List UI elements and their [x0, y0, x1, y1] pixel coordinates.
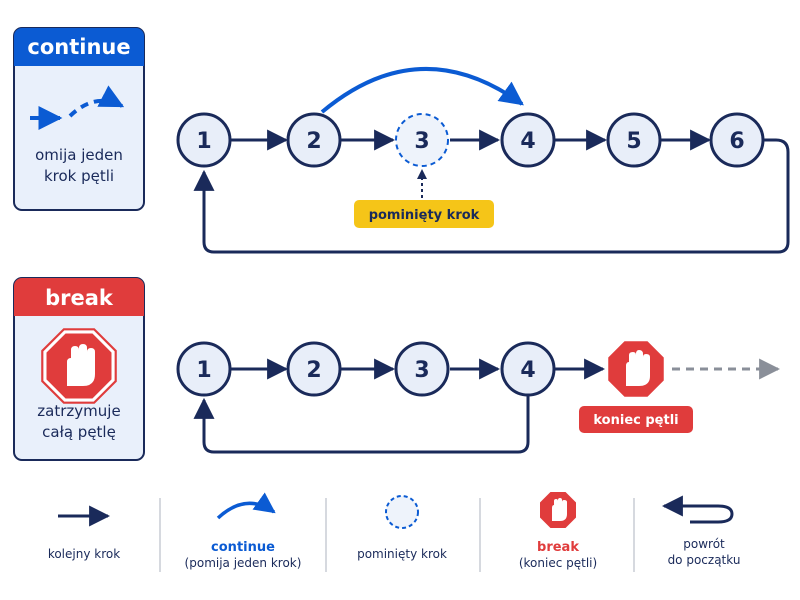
- break-card-title: break: [45, 286, 114, 310]
- loop-end-label: koniec pętli: [593, 413, 678, 428]
- legend-break-sub: (koniec pętli): [519, 556, 597, 570]
- legend-continue-title: continue: [211, 540, 275, 555]
- skipped-node-icon: [385, 495, 419, 529]
- break-card-desc-line1: zatrzymuje: [37, 402, 120, 420]
- return-arrow-icon: [666, 504, 734, 524]
- flow-node-6: 6: [709, 112, 765, 168]
- legend: kolejny krok continue (pomija jeden krok…: [48, 490, 741, 572]
- flow-node-4: 4: [500, 341, 556, 397]
- stop-hand-icon: [605, 338, 667, 400]
- flow-node-4: 4: [500, 112, 556, 168]
- stop-hand-icon: [41, 328, 117, 404]
- continue-skip-arc: [320, 67, 524, 114]
- node-label: 6: [729, 129, 744, 154]
- continue-arc-icon: [216, 492, 276, 520]
- break-card: break zatrzymuje całą pętlę: [13, 277, 145, 461]
- loop-back-arrow: [193, 396, 530, 454]
- continue-arrow-icon: [30, 85, 125, 130]
- flow-node-2: 2: [286, 112, 342, 168]
- legend-return-line1: powrót: [683, 537, 725, 551]
- flow-node-5: 5: [606, 112, 662, 168]
- node-label: 5: [626, 129, 641, 154]
- break-card-desc-line2: całą pętlę: [42, 423, 116, 441]
- flow-node-1: 1: [176, 341, 232, 397]
- flow-node-2: 2: [286, 341, 342, 397]
- legend-step-label: kolejny krok: [48, 547, 120, 561]
- loop-end-tag: koniec pętli: [579, 406, 693, 433]
- skipped-step-label: pominięty krok: [369, 208, 480, 223]
- legend-break-title: break: [537, 540, 579, 555]
- flow-node-3-skipped: 3: [395, 113, 449, 167]
- continue-card-desc-line1: omija jeden: [35, 146, 123, 164]
- node-label: 3: [414, 358, 429, 383]
- loop-back-arrow: [193, 138, 790, 254]
- node-label: 1: [196, 358, 211, 383]
- continue-card: continue omija jeden krok pętli: [13, 27, 145, 211]
- flow-node-3: 3: [394, 341, 450, 397]
- node-label: 1: [196, 129, 211, 154]
- node-label: 3: [414, 129, 429, 154]
- continue-card-desc-line2: krok pętli: [44, 167, 114, 185]
- legend-return-line2: do początku: [668, 553, 741, 567]
- continue-card-title: continue: [27, 35, 130, 59]
- node-label: 4: [520, 358, 535, 383]
- node-label: 2: [306, 358, 321, 383]
- continue-flow: 1 2 3 4 5 6 pominięty krok: [176, 67, 790, 254]
- node-label: 2: [306, 129, 321, 154]
- node-label: 4: [520, 129, 535, 154]
- break-flow: 1 2 3 4 koniec pętli: [176, 338, 781, 454]
- skipped-step-tag: pominięty krok: [354, 200, 494, 228]
- legend-skipped-label: pominięty krok: [357, 547, 447, 561]
- legend-continue-sub: (pomija jeden krok): [185, 556, 302, 570]
- flow-node-1: 1: [176, 112, 232, 168]
- stop-hand-icon: [538, 490, 578, 530]
